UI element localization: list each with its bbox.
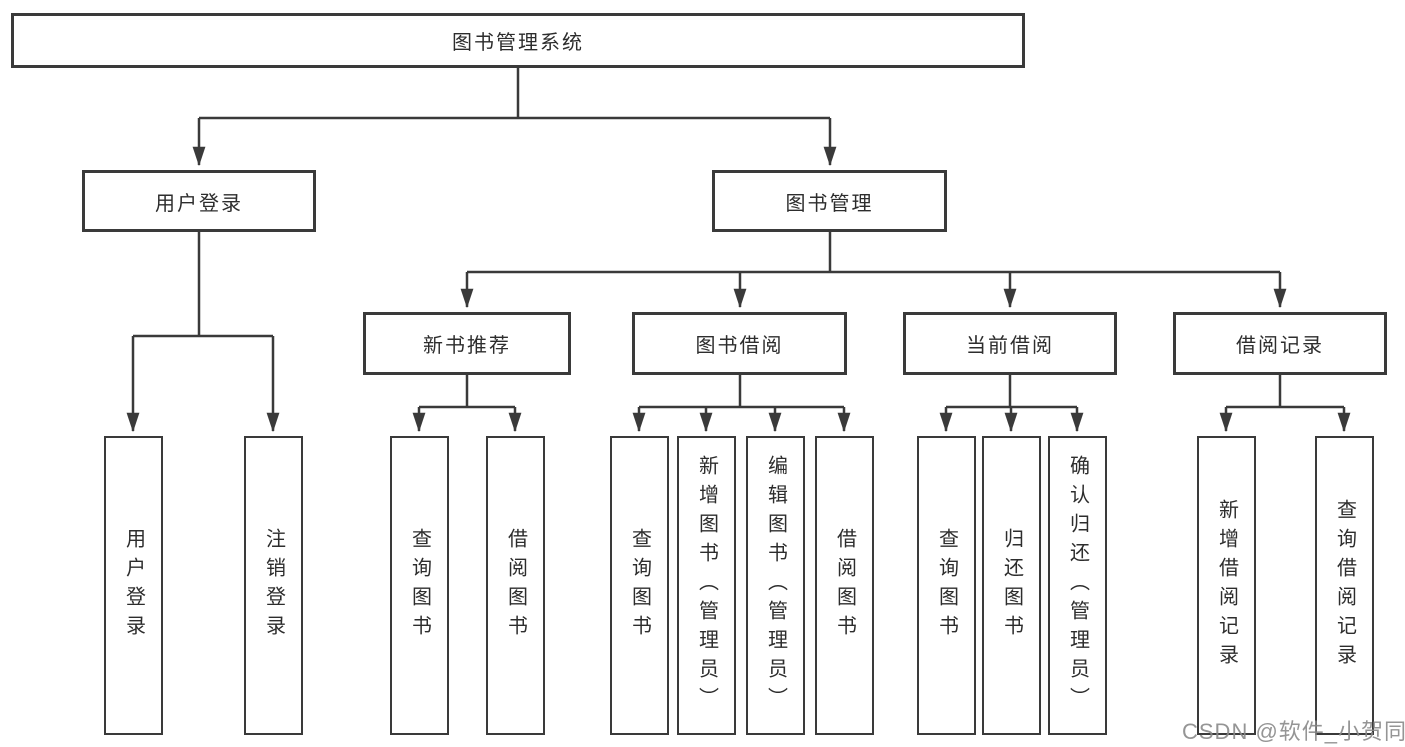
leaf-borrow-books: 借阅图书 — [815, 436, 874, 735]
branch-rail-new-book — [419, 375, 515, 409]
node-user-login: 用户登录 — [82, 170, 316, 232]
watermark: CSDN @软件_小贺同学 — [1182, 719, 1405, 744]
leaf-edit-books-admin: 编辑图书（管理员） — [746, 436, 805, 735]
node-current-borrowing: 当前借阅 — [903, 312, 1117, 375]
leaf-confirm-return-admin: 确认归还（管理员） — [1048, 436, 1107, 735]
branch-rail-user-login — [133, 232, 273, 338]
leaf-query-books-borrowing: 查询图书 — [610, 436, 669, 735]
branch-rail-root — [199, 68, 830, 120]
leaf-add-borrow-record: 新增借阅记录 — [1197, 436, 1256, 735]
leaf-query-books-current: 查询图书 — [917, 436, 976, 735]
branch-rail-borrow-records — [1226, 375, 1344, 409]
leaf-user-login: 用户登录 — [104, 436, 163, 735]
leaf-add-books-admin: 新增图书（管理员） — [677, 436, 736, 735]
node-book-borrowing: 图书借阅 — [632, 312, 847, 375]
node-borrowing-records: 借阅记录 — [1173, 312, 1387, 375]
node-book-management: 图书管理 — [712, 170, 947, 232]
leaf-query-books-recommend: 查询图书 — [390, 436, 449, 735]
leaf-query-borrow-record: 查询借阅记录 — [1315, 436, 1374, 735]
leaf-logout: 注销登录 — [244, 436, 303, 735]
node-new-book-recommend: 新书推荐 — [363, 312, 571, 375]
leaf-return-books: 归还图书 — [982, 436, 1041, 735]
branch-rail-book-borrow — [639, 375, 844, 409]
branch-rail-book-mgmt — [467, 232, 1280, 274]
leaf-borrow-books-recommend: 借阅图书 — [486, 436, 545, 735]
node-root-system: 图书管理系统 — [11, 13, 1025, 68]
branch-rail-current-borrow — [946, 375, 1077, 409]
